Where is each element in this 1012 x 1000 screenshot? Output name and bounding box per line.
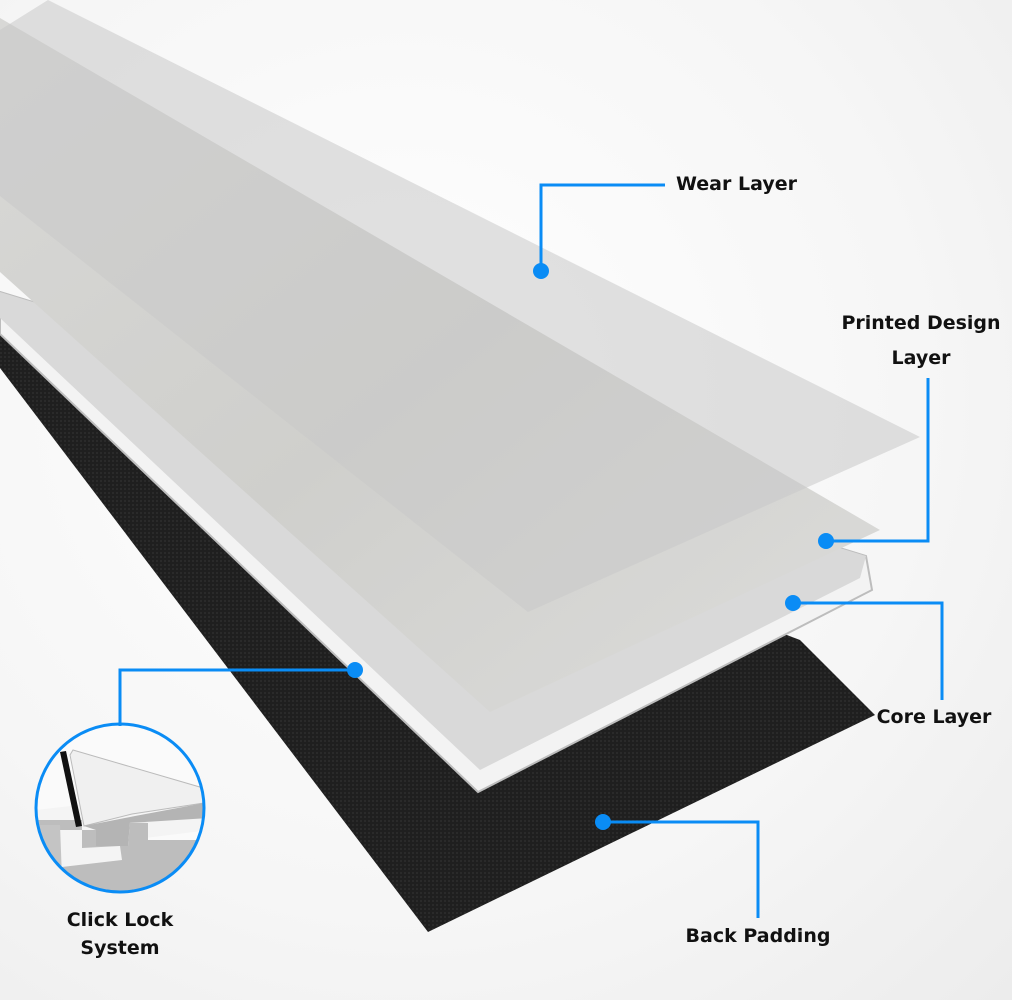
wear-dot bbox=[533, 263, 549, 279]
back-dot bbox=[595, 814, 611, 830]
click-lock-label-2: System bbox=[80, 937, 160, 959]
click-dot bbox=[347, 662, 363, 678]
core-callout-line bbox=[793, 601, 944, 700]
back-padding-label: Back Padding bbox=[685, 925, 831, 947]
core-layer-label: Core Layer bbox=[876, 706, 992, 728]
wear-callout-line bbox=[539, 183, 665, 271]
core-dot bbox=[785, 595, 801, 611]
back-callout-line bbox=[603, 820, 760, 918]
callout-lines bbox=[118, 183, 944, 918]
click-callout-line bbox=[118, 668, 355, 726]
printed-layer-label-1: Printed Design bbox=[841, 312, 1001, 334]
click-lock-label-1: Click Lock bbox=[66, 909, 174, 931]
printed-layer-label-2: Layer bbox=[891, 347, 951, 369]
printed-dot bbox=[818, 533, 834, 549]
wear-layer-label: Wear Layer bbox=[676, 173, 797, 195]
printed-callout-line bbox=[826, 378, 930, 543]
click-lock-inset bbox=[34, 722, 206, 894]
wear-layer bbox=[0, 0, 920, 612]
